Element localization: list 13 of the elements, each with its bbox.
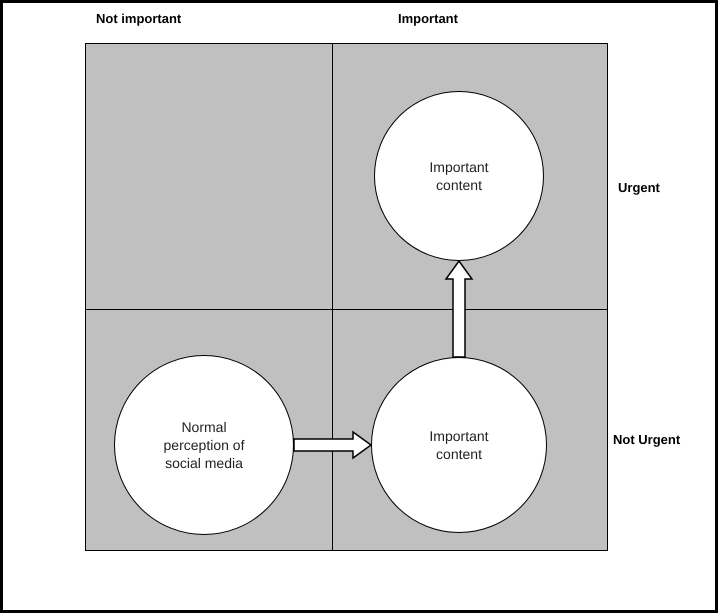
- node-label: Important content: [428, 426, 490, 464]
- axis-label: Not important: [96, 11, 182, 26]
- axis-label: Not Urgent: [613, 432, 680, 447]
- axis-label: Important: [398, 11, 458, 26]
- node-label: Normal perception of social media: [162, 418, 246, 472]
- block-arrow: [444, 260, 474, 358]
- quadrant-box: [332, 43, 608, 310]
- axis-label: Urgent: [618, 180, 660, 195]
- quadrant-box: [332, 309, 608, 551]
- quadrant-box: [85, 43, 333, 310]
- quadrant-box: [85, 309, 333, 551]
- block-arrow: [293, 430, 372, 460]
- node-label: Important content: [428, 158, 490, 194]
